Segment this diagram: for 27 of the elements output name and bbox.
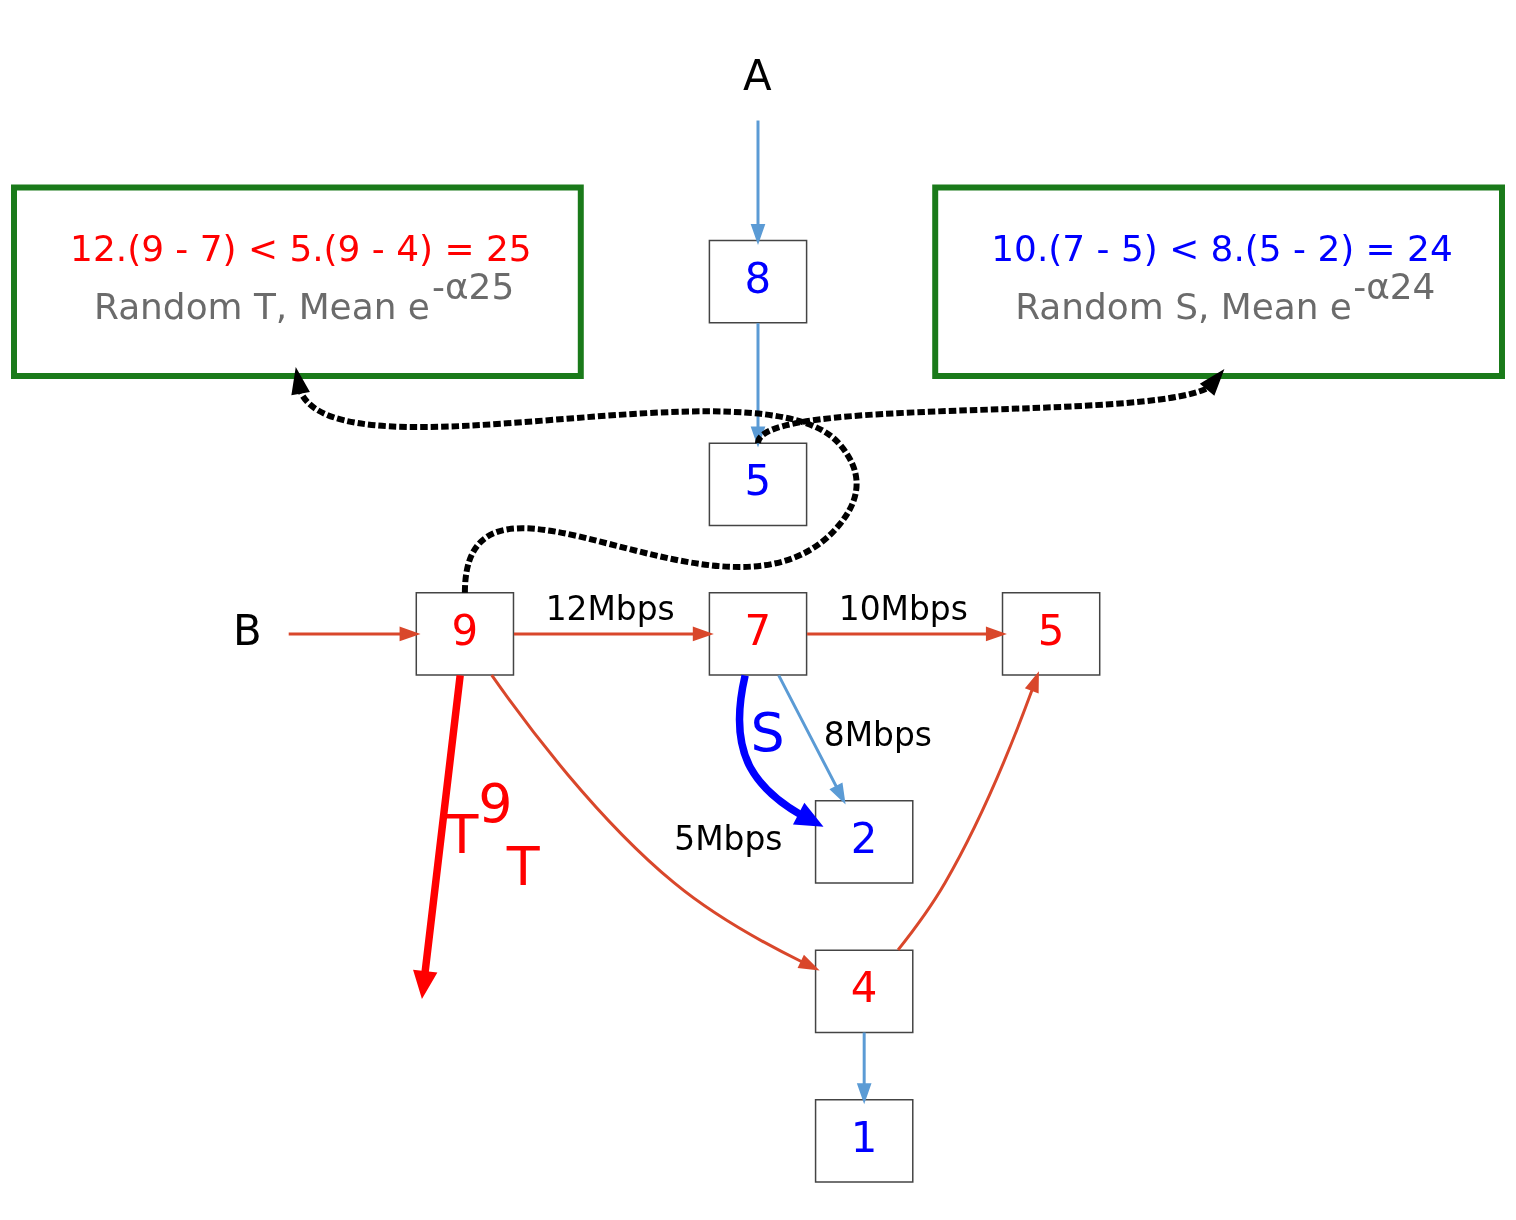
node-box: 2	[814, 799, 914, 884]
edge-label: 12Mbps	[545, 588, 675, 628]
node-box: 9	[415, 592, 515, 676]
node-box: 5	[708, 442, 808, 527]
edge-label: 5Mbps	[674, 819, 783, 859]
edge-label: 10Mbps	[838, 588, 968, 628]
arrow	[735, 674, 824, 827]
arrow	[291, 367, 860, 594]
arrow	[750, 120, 766, 245]
node-box: 7	[708, 592, 808, 676]
arrow	[856, 1032, 872, 1105]
node-box: 5	[1001, 592, 1101, 676]
arrow	[807, 626, 1007, 642]
node-box: 8	[708, 239, 808, 324]
node-box: 1	[814, 1099, 914, 1183]
arrow	[513, 626, 714, 642]
arrow	[896, 671, 1039, 951]
arrow	[288, 626, 421, 642]
edge-label: 8Mbps	[823, 715, 932, 755]
edge-label: S	[750, 701, 785, 765]
arrow	[490, 674, 820, 971]
arrow	[777, 674, 846, 805]
node-box: 4	[814, 949, 914, 1034]
arrow	[755, 369, 1225, 446]
arrow	[413, 674, 464, 999]
node-text: A	[743, 51, 772, 101]
node-text: B	[233, 605, 262, 655]
